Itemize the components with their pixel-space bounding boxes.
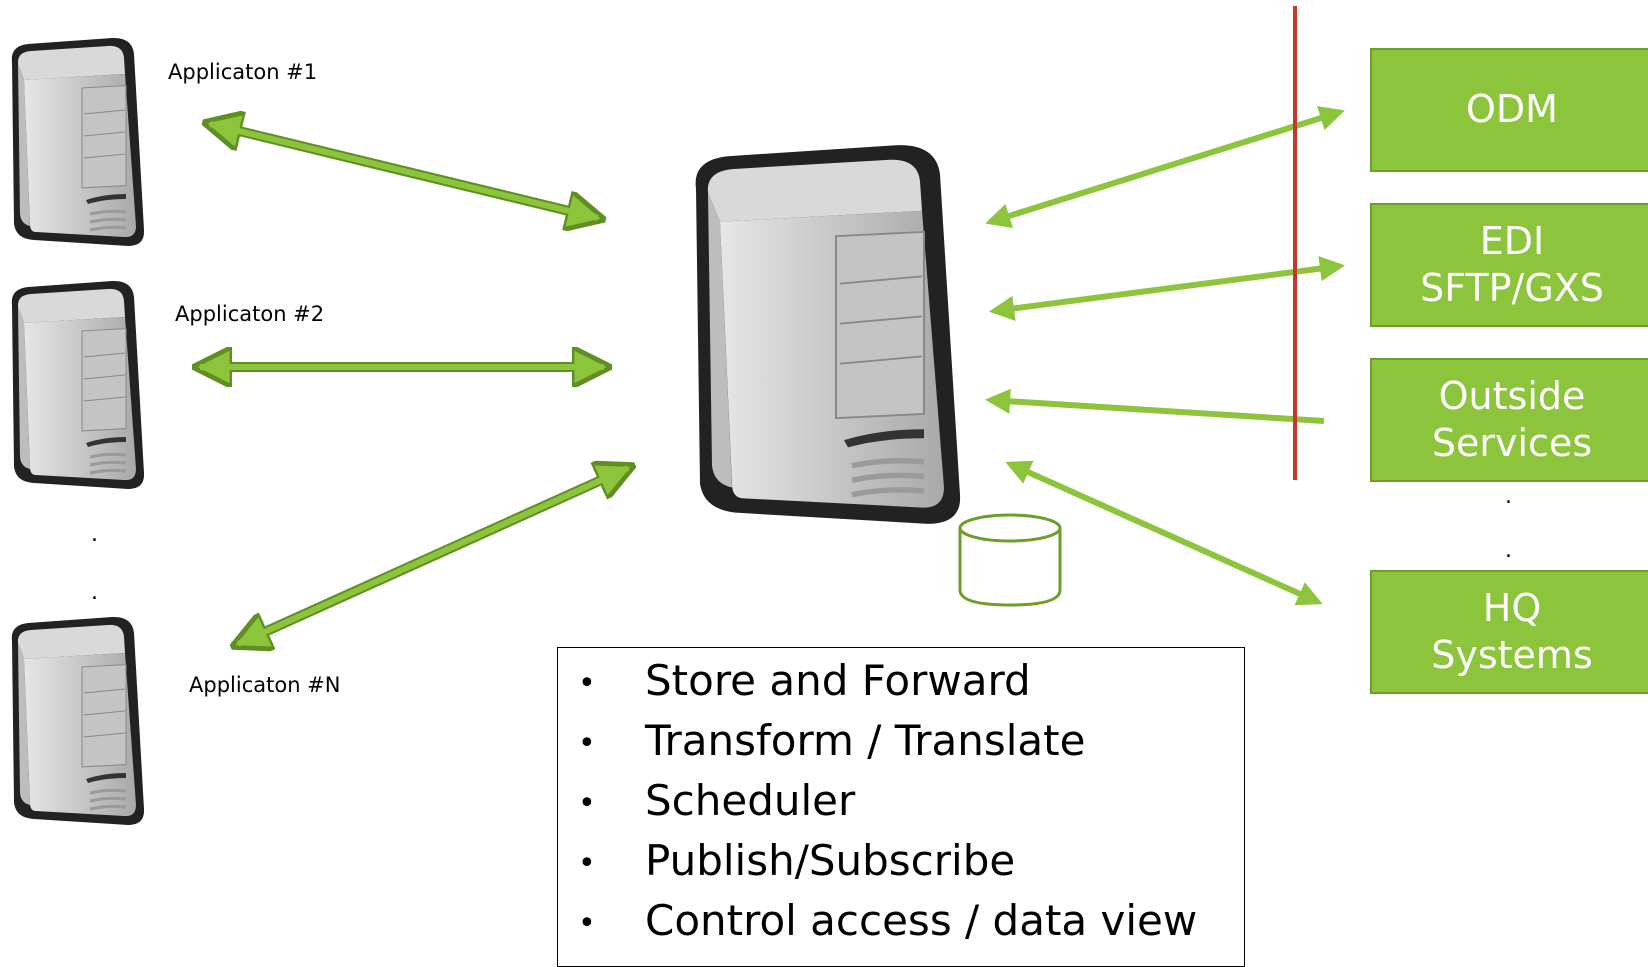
application-label: Applicaton #N — [189, 673, 341, 697]
feature-label: Scheduler — [645, 776, 856, 825]
features-list: • Store and Forward • Transform / Translat… — [558, 648, 1244, 952]
ellipsis-dot: . — [91, 522, 98, 547]
external-system-line: Outside — [1438, 373, 1586, 418]
feature-label: Transform / Translate — [645, 716, 1086, 765]
feature-label: Store and Forward — [645, 656, 1031, 705]
bullet: • — [578, 666, 596, 701]
feature-label: Publish/Subscribe — [645, 836, 1016, 885]
external-system-outside-services: Outside Services — [1370, 358, 1648, 482]
bullet: • — [578, 786, 596, 821]
server-icon — [696, 145, 961, 524]
server-icon — [10, 36, 146, 248]
feature-item: • Control access / data view — [558, 892, 1244, 952]
ellipsis-dot: . — [91, 580, 98, 605]
feature-label: Control access / data view — [645, 896, 1198, 945]
feature-item: • Transform / Translate — [558, 712, 1244, 772]
database-icon — [958, 513, 1062, 607]
bullet: • — [578, 726, 596, 761]
external-system-line: ODM — [1466, 87, 1558, 132]
application-label: Applicaton #2 — [175, 302, 325, 326]
external-system-line: Systems — [1431, 633, 1593, 677]
ellipsis-dot: . — [1505, 538, 1512, 563]
application-label: Applicaton #1 — [168, 60, 318, 84]
feature-item: • Scheduler — [558, 772, 1244, 832]
feature-item: • Store and Forward — [558, 652, 1244, 712]
external-system-line: EDI — [1479, 218, 1545, 263]
external-system-line: Services — [1431, 421, 1593, 465]
server-icon — [10, 615, 146, 827]
features-box: • Store and Forward • Transform / Translat… — [557, 647, 1245, 967]
bullet: • — [578, 846, 596, 881]
bullet: • — [578, 906, 596, 941]
connector-arrows-right — [984, 106, 1345, 606]
external-system-odm: ODM — [1370, 48, 1648, 172]
server-icon — [10, 279, 146, 491]
external-system-line: HQ — [1482, 585, 1542, 630]
external-system-hq: HQ Systems — [1370, 570, 1648, 694]
external-system-line: SFTP/GXS — [1420, 266, 1604, 310]
feature-item: • Publish/Subscribe — [558, 832, 1244, 892]
ellipsis-dot: . — [1505, 484, 1512, 509]
external-system-edi: EDI SFTP/GXS — [1370, 203, 1648, 327]
connector-arrows-left — [200, 124, 628, 644]
